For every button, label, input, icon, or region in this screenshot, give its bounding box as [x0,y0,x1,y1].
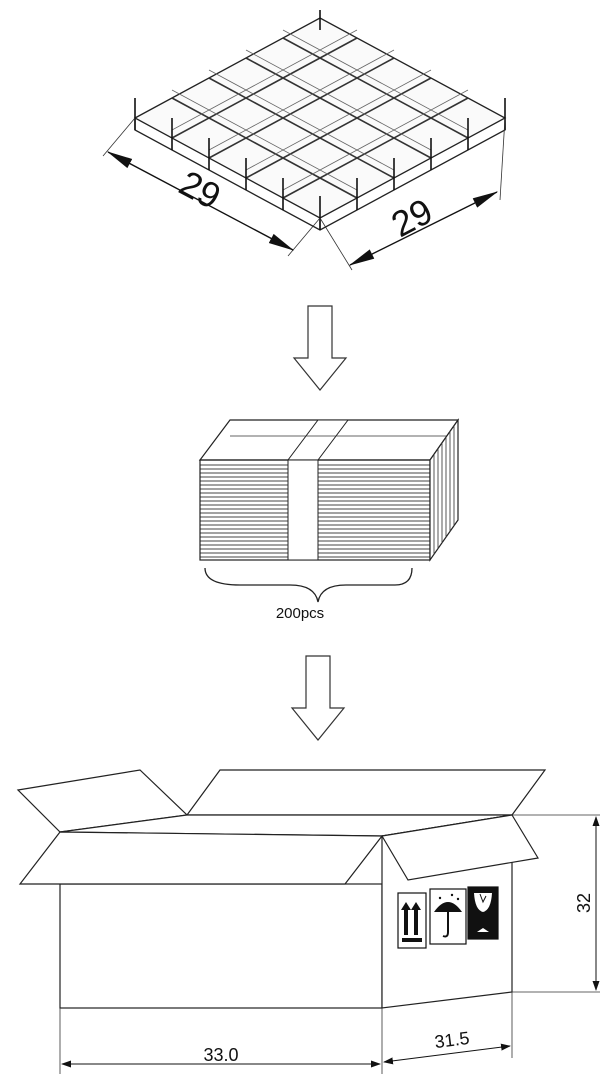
handling-icons [397,886,499,949]
bundle-front-stripes [200,464,430,558]
grid-walls [171,29,469,191]
dimension-width-label: 29 [384,190,439,245]
divider-bundle: 200pcs [198,418,460,622]
carton-height-label: 32 [574,893,594,913]
carton-width-label: 31.5 [433,1028,470,1052]
down-arrow-2 [290,655,346,741]
carton-length-label: 33.0 [203,1045,238,1065]
grid-lines-a [171,37,469,199]
keep-dry-icon [429,888,467,945]
this-side-up-icon [397,892,427,949]
down-arrow-1 [292,305,348,391]
carton-dimension-width: 31.5 [383,992,513,1065]
carton-box: 33.0 31.5 32 [16,769,600,1074]
bundle-side-stripes [433,425,455,555]
fragile-icon [467,886,499,940]
bundle-quantity-label: 200pcs [276,605,324,622]
carton-dimension-length: 33.0 [59,1008,383,1074]
carton-dimension-height: 32 [512,814,600,993]
dimension-length-label: 29 [173,162,228,217]
grid-divider: 29 29 [102,10,507,271]
